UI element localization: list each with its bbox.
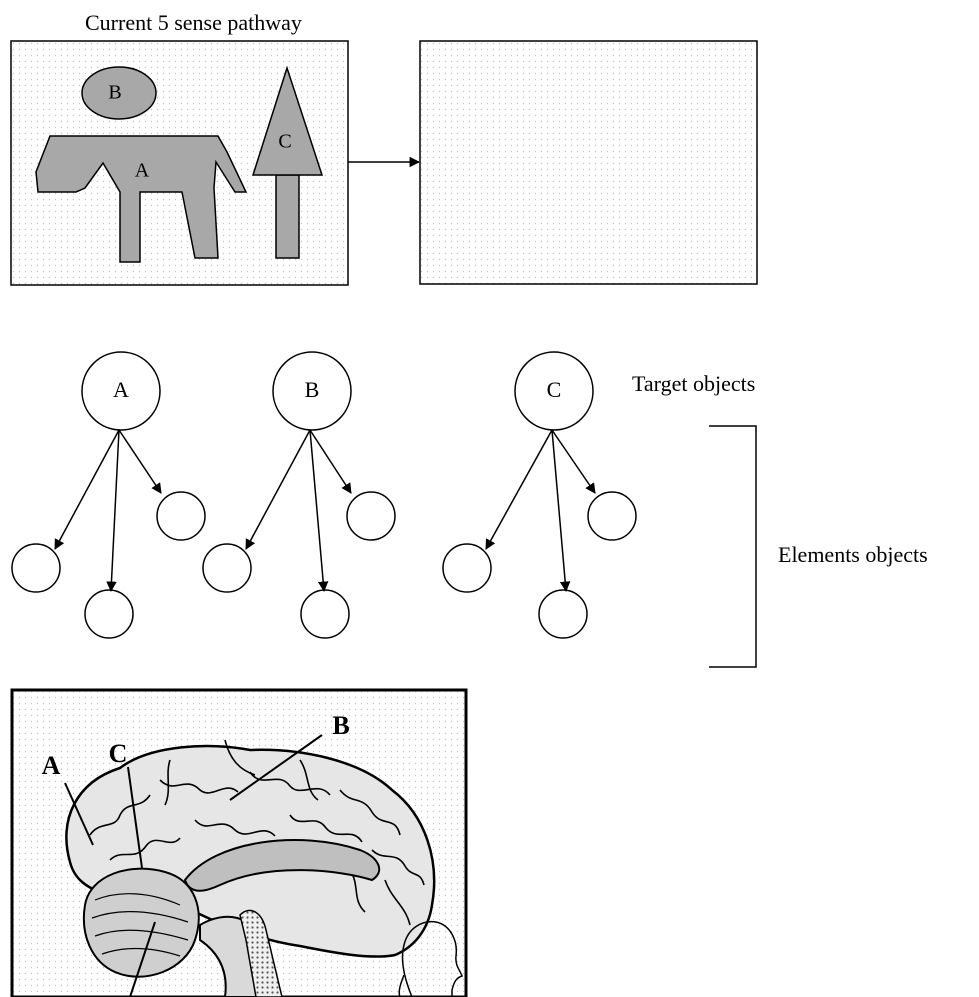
- element-node: [587, 491, 637, 541]
- element-node: [538, 589, 588, 639]
- tree-edge: [551, 429, 596, 494]
- right-panel: [419, 40, 758, 285]
- tree-edge: [245, 429, 311, 550]
- tree-node-b: B: [202, 351, 396, 639]
- shape-b-ellipse: B: [81, 66, 157, 120]
- corpus-callosum: [183, 839, 381, 892]
- tree-edge: [485, 429, 553, 550]
- brain-label-b: B: [332, 711, 349, 740]
- brain-illustration: A C B: [10, 688, 468, 997]
- tree-node-a-label: A: [113, 377, 129, 402]
- brain-leader-lines: [64, 734, 323, 997]
- tree-node-a: A: [11, 351, 206, 639]
- tree-edge: [309, 429, 329, 593]
- shape-c-label: C: [278, 131, 291, 153]
- elements-objects-label: Elements objects: [778, 542, 928, 567]
- shape-b-label: B: [108, 82, 121, 104]
- elements-bracket: [709, 425, 757, 668]
- element-node: [84, 589, 134, 639]
- cerebellum: [82, 867, 200, 978]
- tree-node-c: C: [442, 351, 637, 639]
- brain-label-a: A: [42, 751, 61, 780]
- element-node: [11, 543, 61, 593]
- tree-edge: [118, 429, 162, 494]
- tree-edge: [551, 429, 571, 593]
- gyri-lines: [89, 739, 425, 926]
- pathway-title: Current 5 sense pathway: [85, 10, 302, 35]
- brain-label-c: C: [109, 739, 128, 768]
- target-objects-label: Target objects: [632, 371, 755, 396]
- shape-a-label: A: [135, 160, 150, 182]
- cerebellum-folds: [91, 893, 189, 957]
- element-node: [156, 491, 206, 541]
- element-node: [202, 543, 252, 593]
- element-node: [300, 589, 350, 639]
- tree-node-b-label: B: [305, 377, 320, 402]
- shape-a-animal: A: [35, 135, 248, 263]
- shape-c-tree: C: [251, 65, 324, 259]
- spinal-cord: [239, 909, 283, 997]
- head-profile-icon: [398, 920, 463, 997]
- element-node: [442, 543, 492, 593]
- tree-node-c-label: C: [547, 377, 562, 402]
- tree-edge: [106, 429, 120, 593]
- tree-edge: [54, 429, 120, 550]
- tree-edge: [309, 429, 352, 494]
- element-node: [346, 491, 396, 541]
